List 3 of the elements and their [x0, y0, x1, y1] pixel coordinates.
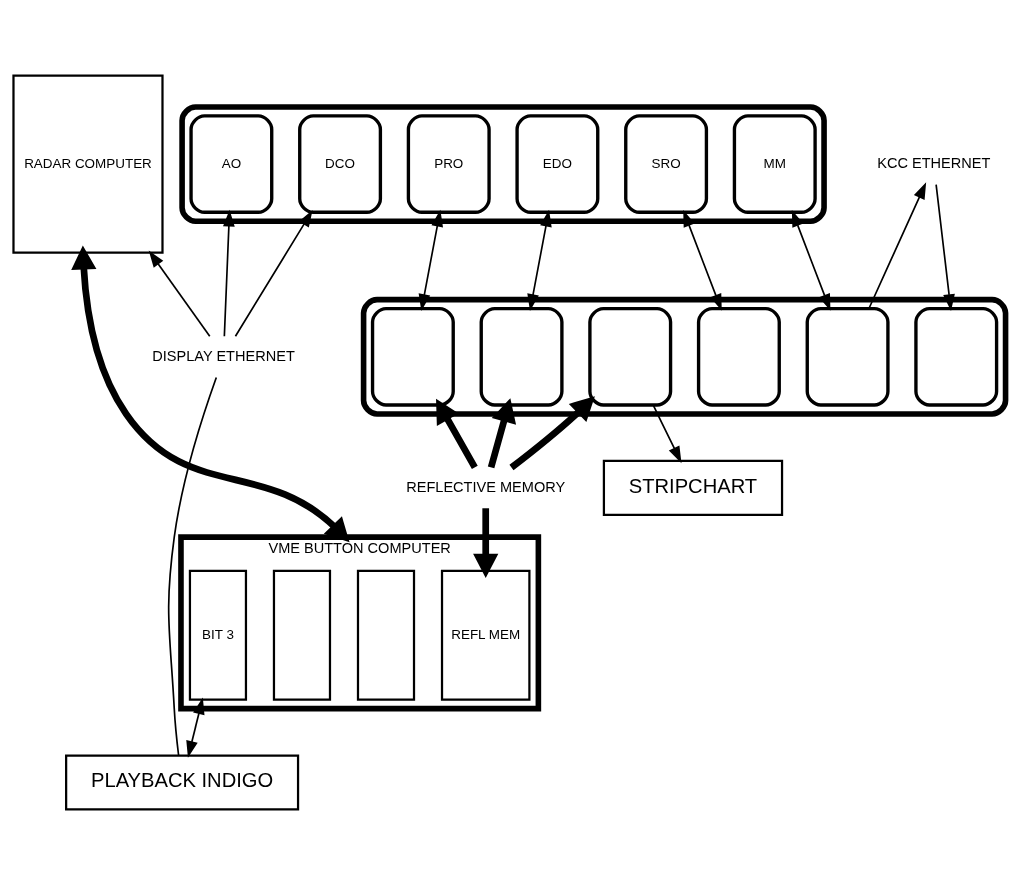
node-text: KCC ETHERNET [876, 154, 990, 171]
node-text: REFLECTIVE MEMORY [405, 478, 565, 495]
node-text: DISPLAY ETHERNET [151, 347, 295, 364]
